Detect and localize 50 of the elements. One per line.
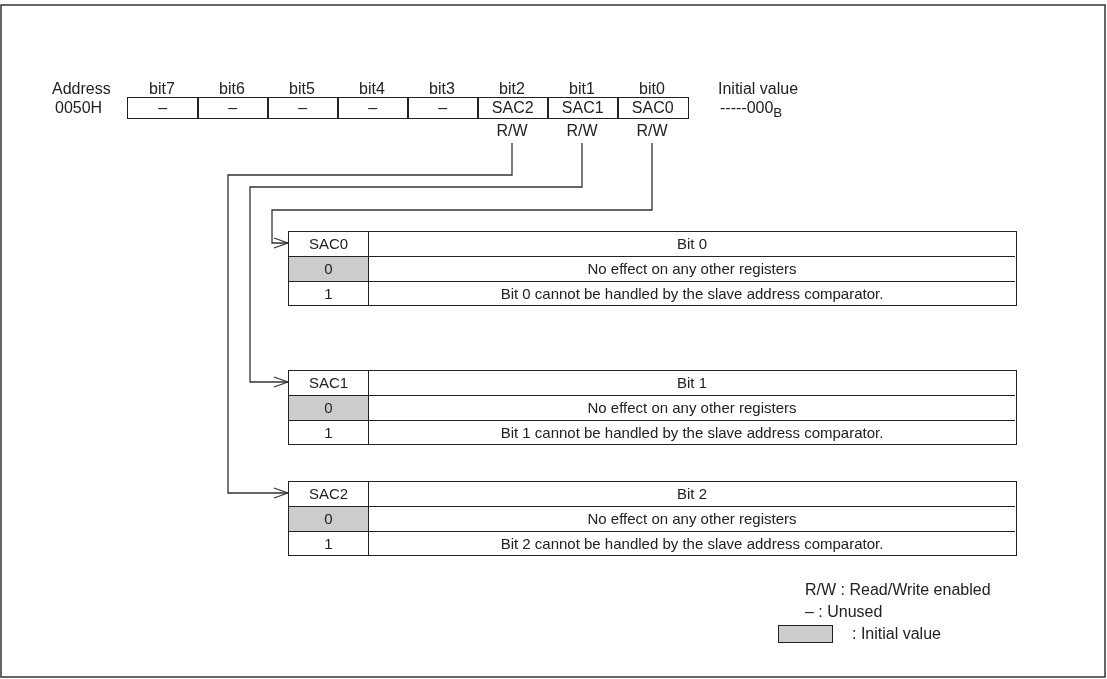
header-cell-text: Bit 0	[676, 234, 708, 255]
register-bit-cell: SAC2	[477, 97, 549, 119]
header-cell-text: Bit 1	[676, 373, 708, 394]
bit-name-cell: SAC1	[289, 371, 369, 395]
address-label: 0050H	[55, 98, 103, 118]
connector-arrow	[271, 142, 653, 249]
legend-text: : Initial value	[852, 624, 941, 644]
access-label: R/W	[565, 121, 599, 141]
value-cell: 1	[289, 280, 369, 306]
row-label: Address	[52, 79, 111, 99]
value-cell: 1	[289, 419, 369, 445]
description-cell: No effect on any other registers	[369, 505, 1015, 531]
bit-name-cell: SAC2	[289, 482, 369, 506]
access-label: R/W	[495, 121, 529, 141]
description-cell: Bit 2 cannot be handled by the slave address comparator.	[369, 530, 1015, 556]
description-cell: No effect on any other registers	[369, 255, 1015, 281]
header-cell-text: Bit 2	[676, 484, 708, 505]
register-bit-cell: –	[127, 97, 199, 119]
bit-name-cell: SAC0	[289, 232, 369, 256]
register-bit-cell: –	[337, 97, 409, 119]
bit-label: bit4	[358, 79, 386, 99]
access-label: R/W	[635, 121, 669, 141]
bit-label: bit7	[148, 79, 176, 99]
legend-text: – : Unused	[805, 602, 883, 622]
value-cell: 0	[289, 255, 369, 281]
bit-label: bit6	[218, 79, 246, 99]
bit-label: bit2	[498, 79, 526, 99]
bit-label: bit0	[638, 79, 666, 99]
bit-label: bit5	[288, 79, 316, 99]
bit-label: bit3	[428, 79, 456, 99]
value-cell: 1	[289, 530, 369, 556]
value-cell: 0	[289, 505, 369, 531]
register-bit-cell: –	[197, 97, 269, 119]
value-cell: 0	[289, 394, 369, 420]
column-label: Initial value	[718, 79, 799, 99]
initial-value-text: -----000$_{B}$	[720, 98, 783, 123]
register-bit-cell: SAC1	[547, 97, 619, 119]
description-cell: Bit 1 cannot be handled by the slave address comparator.	[369, 419, 1015, 445]
bit-description-table	[288, 370, 1017, 445]
register-bit-cell: SAC0	[617, 97, 689, 119]
register-bit-cell: –	[267, 97, 339, 119]
connector-arrow	[249, 142, 583, 388]
description-cell: Bit 0 cannot be handled by the slave address comparator.	[369, 280, 1015, 306]
bit-description-table	[288, 231, 1017, 306]
bit-description-table	[288, 481, 1017, 556]
connector-arrow	[227, 142, 513, 499]
legend-text: R/W : Read/Write enabled	[805, 580, 991, 600]
bit-label: bit1	[568, 79, 596, 99]
description-cell: No effect on any other registers	[369, 394, 1015, 420]
register-bit-cell: –	[407, 97, 479, 119]
